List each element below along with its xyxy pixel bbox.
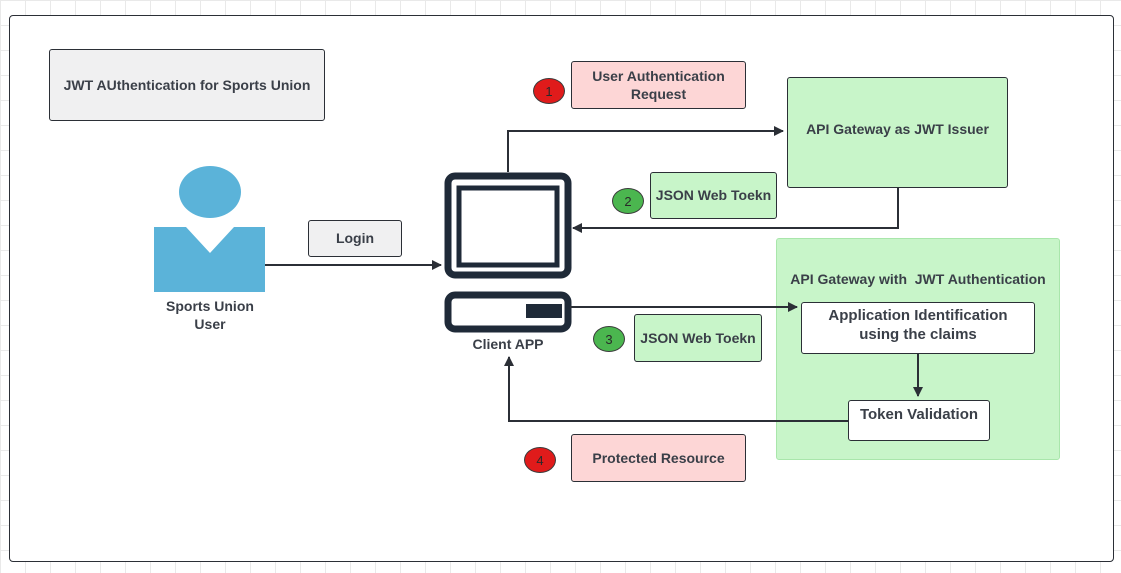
step2-badge: 2 (612, 188, 644, 214)
step4-label: Protected Resource (592, 449, 725, 466)
jwt-issuer-box: API Gateway as JWT Issuer (787, 77, 1008, 188)
step3-token-box: JSON Web Toekn (634, 314, 762, 362)
step3-number: 3 (605, 331, 613, 347)
zone-title-text: API Gateway with JWT Authentication (790, 271, 1046, 287)
user-label-line1: Sports Union (166, 298, 254, 314)
step3-badge: 3 (593, 326, 625, 352)
step1-number: 1 (545, 83, 553, 99)
step1-badge: 1 (533, 78, 565, 104)
jwt-authentication-zone-title: API Gateway with JWT Authentication (776, 271, 1060, 287)
login-box: Login (308, 220, 402, 257)
step1-label-line2: Request (630, 86, 687, 102)
token-validation-box: Token Validation (848, 400, 990, 441)
step4-badge: 4 (524, 447, 556, 473)
app-identification-box: Application Identification using the cla… (801, 302, 1035, 354)
token-validation-label: Token Validation (859, 406, 979, 423)
client-app-label: Client APP (460, 336, 556, 352)
step3-label: JSON Web Toekn (640, 329, 756, 346)
app-id-line2: using the claims (859, 326, 977, 343)
step1-request-box: User Authentication Request (571, 61, 746, 109)
step2-number: 2 (624, 193, 632, 209)
user-label: Sports Union User (150, 297, 270, 333)
login-label: Login (335, 230, 375, 247)
diagram-title-text: JWT AUthentication for Sports Union (63, 76, 311, 93)
step2-token-box: JSON Web Toekn (650, 172, 777, 219)
client-app-label-text: Client APP (472, 336, 544, 352)
step2-label: JSON Web Toekn (655, 187, 772, 204)
step4-number: 4 (536, 452, 544, 468)
step1-label-line1: User Authentication (592, 67, 725, 84)
jwt-issuer-label: API Gateway as JWT Issuer (806, 121, 989, 138)
step4-resource-box: Protected Resource (571, 434, 746, 482)
app-id-line1: Application Identification (828, 307, 1008, 324)
diagram-title: JWT AUthentication for Sports Union (49, 49, 325, 121)
user-label-line2: User (194, 316, 226, 332)
